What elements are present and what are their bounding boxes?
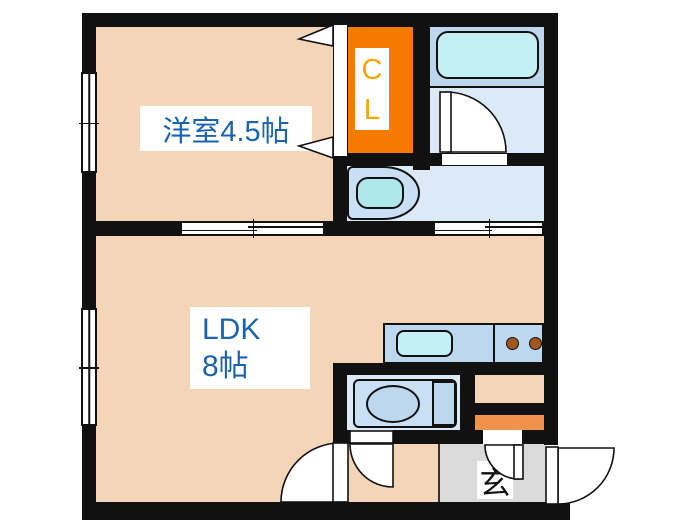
ldk-size: 8帖 [202,350,249,383]
wall-hall-strip-a [333,430,350,444]
wall-hall-strip-c [522,430,544,444]
ldk-window [79,308,99,426]
entrance-label-text: 玄 [479,465,511,501]
slider-panel-line [485,226,542,228]
wall-top [82,13,558,27]
wall-right [544,13,558,445]
stove-burner-right [529,337,542,350]
wall-kitchen-bottom [333,363,544,375]
slider-tick [488,219,490,238]
shoe-cabinet [475,415,544,431]
slider-tick [252,219,254,238]
western-room-sliding-door [180,219,325,238]
kitchen-sink [396,330,453,357]
western-room-name: 洋室 [162,115,221,148]
wall-hall-strip-b [393,430,483,444]
closet-door-panel [333,24,348,157]
bathroom-door-threshold [442,153,507,166]
bathtub [436,31,539,79]
window-sash-tick [79,122,99,124]
closet-label: CL [355,48,389,130]
bathroom-floor-zone [430,86,544,153]
wall-bottom [82,502,570,520]
ldk-name: LDK [202,313,261,346]
slider-panel-line [248,226,323,228]
wall-closet-right [413,13,430,170]
toilet-bowl [366,385,420,423]
ldk-label: LDK 8帖 [190,307,310,389]
wall-westroom-ldk-left [96,221,180,236]
entrance-label: 玄 [477,461,513,501]
nook-floor [475,375,544,403]
washroom-sink-basin [356,177,404,209]
front-door-arc [557,447,615,505]
wall-washroom-left [333,153,347,236]
wall-toilet-right [460,375,475,444]
kitchen-counter-divider [493,323,495,364]
wall-bath-bottom-right [507,153,544,166]
washroom-sliding-door [433,219,544,238]
wall-toilet-left [333,363,347,444]
corridor-floor [347,444,438,502]
toilet-tank [432,381,456,426]
slider-panel-line [182,229,257,232]
wall-closet-bottom [333,153,442,166]
wall-nook-cabinet-divider [475,403,544,415]
western-room-size: 4.5帖 [220,115,290,148]
window-sash-tick [79,367,99,369]
western-room-window [79,72,99,173]
stove-burner-left [506,337,519,350]
slider-panel-line [435,229,492,232]
front-door-leaf [545,446,559,505]
wall-westroom-ldk-mid [325,221,433,236]
entrance-inner-door-gap [483,430,522,444]
